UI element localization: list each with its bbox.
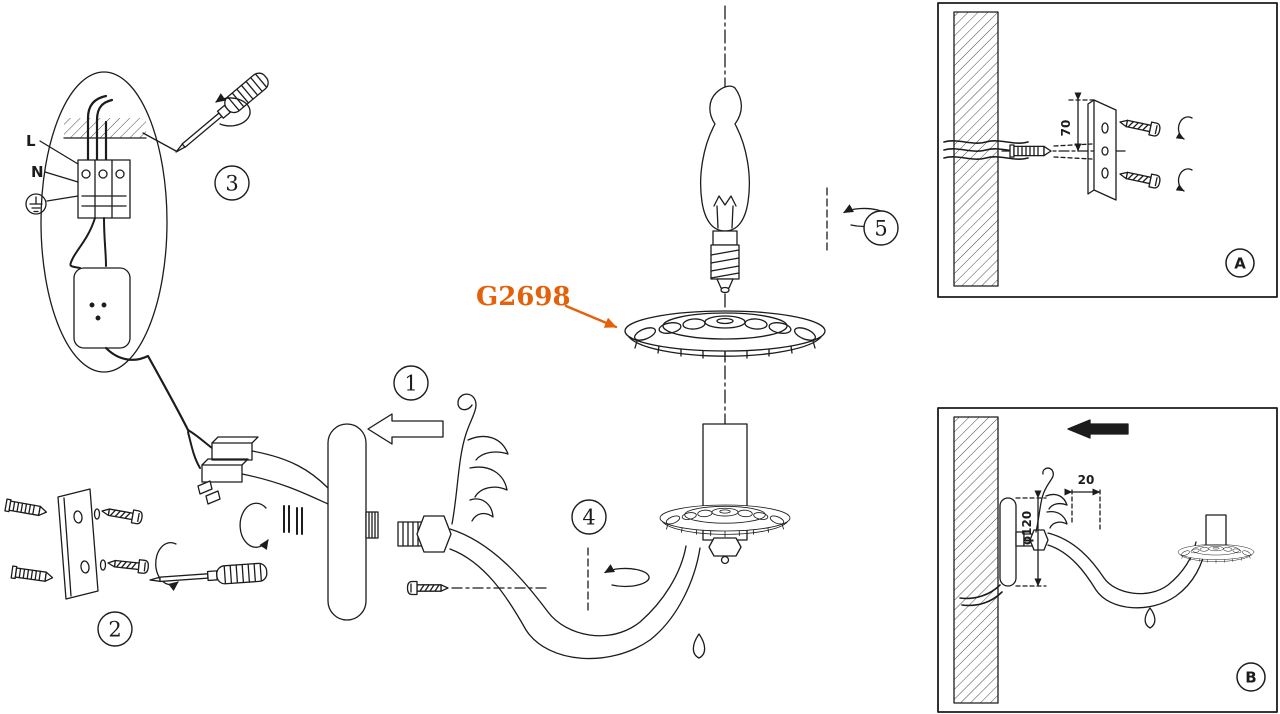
wall-plug-icon bbox=[1009, 144, 1052, 158]
screwdriver-icon bbox=[148, 562, 268, 590]
arm-lower-edge bbox=[449, 547, 701, 660]
sconce-side-view bbox=[959, 467, 1255, 629]
inset-a-border bbox=[937, 2, 1278, 298]
step-2-marker: 2 bbox=[97, 611, 133, 647]
step-2-number: 2 bbox=[108, 617, 121, 641]
scroll-ornament bbox=[451, 393, 509, 525]
inset-a-badge: A bbox=[1225, 248, 1255, 278]
dimension-70-label: 70 bbox=[1059, 120, 1073, 137]
rotation-arrow-icon bbox=[215, 93, 251, 127]
wall-plug-icon bbox=[10, 565, 55, 585]
lamp-socket bbox=[710, 230, 740, 294]
part-code-pointer-arrow bbox=[564, 304, 618, 329]
candle-bulb bbox=[700, 85, 750, 232]
junction-box bbox=[73, 267, 131, 349]
mounting-bracket-side bbox=[1087, 99, 1117, 201]
step-4-number: 4 bbox=[582, 505, 595, 529]
wiring-detail-bubble: L N bbox=[25, 71, 177, 373]
wire-to-box bbox=[103, 217, 107, 267]
wire-n-label: N bbox=[31, 163, 44, 181]
part-code-label: G2698 bbox=[476, 282, 571, 312]
wall-sconce-arm bbox=[397, 393, 706, 660]
rotation-arrow-icon bbox=[1175, 116, 1193, 140]
step-5-marker: 5 bbox=[863, 210, 899, 246]
inset-b-letter: B bbox=[1245, 668, 1256, 686]
step-1-marker: 1 bbox=[393, 365, 429, 401]
mounting-hardware-group bbox=[4, 488, 268, 600]
connector-blocks bbox=[187, 429, 329, 505]
arm-upper-edge bbox=[449, 528, 687, 637]
dimension-70: 70 bbox=[1059, 92, 1095, 152]
dimension-20-label: 20 bbox=[1078, 473, 1095, 487]
dimension-phi120: φ120 bbox=[1015, 490, 1047, 587]
inset-a-letter: A bbox=[1234, 254, 1246, 272]
threaded-nipple bbox=[397, 515, 452, 553]
canopy-screws bbox=[239, 502, 303, 550]
rotation-arrow-icon bbox=[239, 502, 269, 550]
ground-wire bbox=[69, 217, 96, 269]
bobeche-dish bbox=[624, 310, 826, 361]
candle-cup-dish bbox=[659, 504, 791, 538]
screw-icon bbox=[100, 503, 144, 526]
rotation-arrow-icon bbox=[155, 542, 179, 592]
dimension-phi120-label: φ120 bbox=[1020, 511, 1034, 545]
screw-icon bbox=[1117, 166, 1162, 190]
screw-icon bbox=[1117, 114, 1162, 138]
wall-hatch bbox=[953, 416, 999, 704]
canopy-plate bbox=[327, 423, 379, 621]
step-3-marker: 3 bbox=[214, 165, 250, 201]
step-4-marker: 4 bbox=[571, 499, 607, 535]
step-3-number: 3 bbox=[225, 171, 238, 195]
step-1-number: 1 bbox=[404, 371, 417, 395]
earth-ground-icon bbox=[25, 193, 79, 215]
wall-plug-icon bbox=[4, 498, 49, 519]
mounting-bracket bbox=[57, 488, 99, 600]
inset-b-border bbox=[937, 407, 1278, 713]
rotation-arrow-icon bbox=[1175, 168, 1193, 192]
mains-wires bbox=[86, 94, 114, 162]
drop-finial bbox=[1144, 607, 1156, 629]
screw-icon bbox=[106, 555, 150, 575]
screwdriver-icon-step3 bbox=[169, 69, 273, 160]
inset-b-badge: B bbox=[1236, 662, 1266, 692]
small-bracket-part bbox=[197, 480, 213, 495]
cup-nut bbox=[708, 537, 742, 565]
drop-finial bbox=[692, 633, 706, 659]
dimension-20: 20 bbox=[1064, 473, 1101, 531]
small-bracket-part bbox=[205, 490, 221, 505]
screw-icon bbox=[406, 580, 449, 596]
direction-arrow-icon bbox=[1067, 419, 1129, 439]
supply-cable bbox=[104, 346, 190, 432]
step-5-number: 5 bbox=[874, 216, 887, 240]
direction-arrow-icon-step1 bbox=[367, 413, 444, 445]
detail-view-a: 70 A bbox=[937, 2, 1278, 298]
terminal-block bbox=[77, 159, 131, 219]
detail-view-b: φ120 20 B bbox=[937, 407, 1278, 713]
rotation-arrow-icon-step4 bbox=[588, 548, 649, 612]
wire-l-label: L bbox=[26, 132, 36, 150]
